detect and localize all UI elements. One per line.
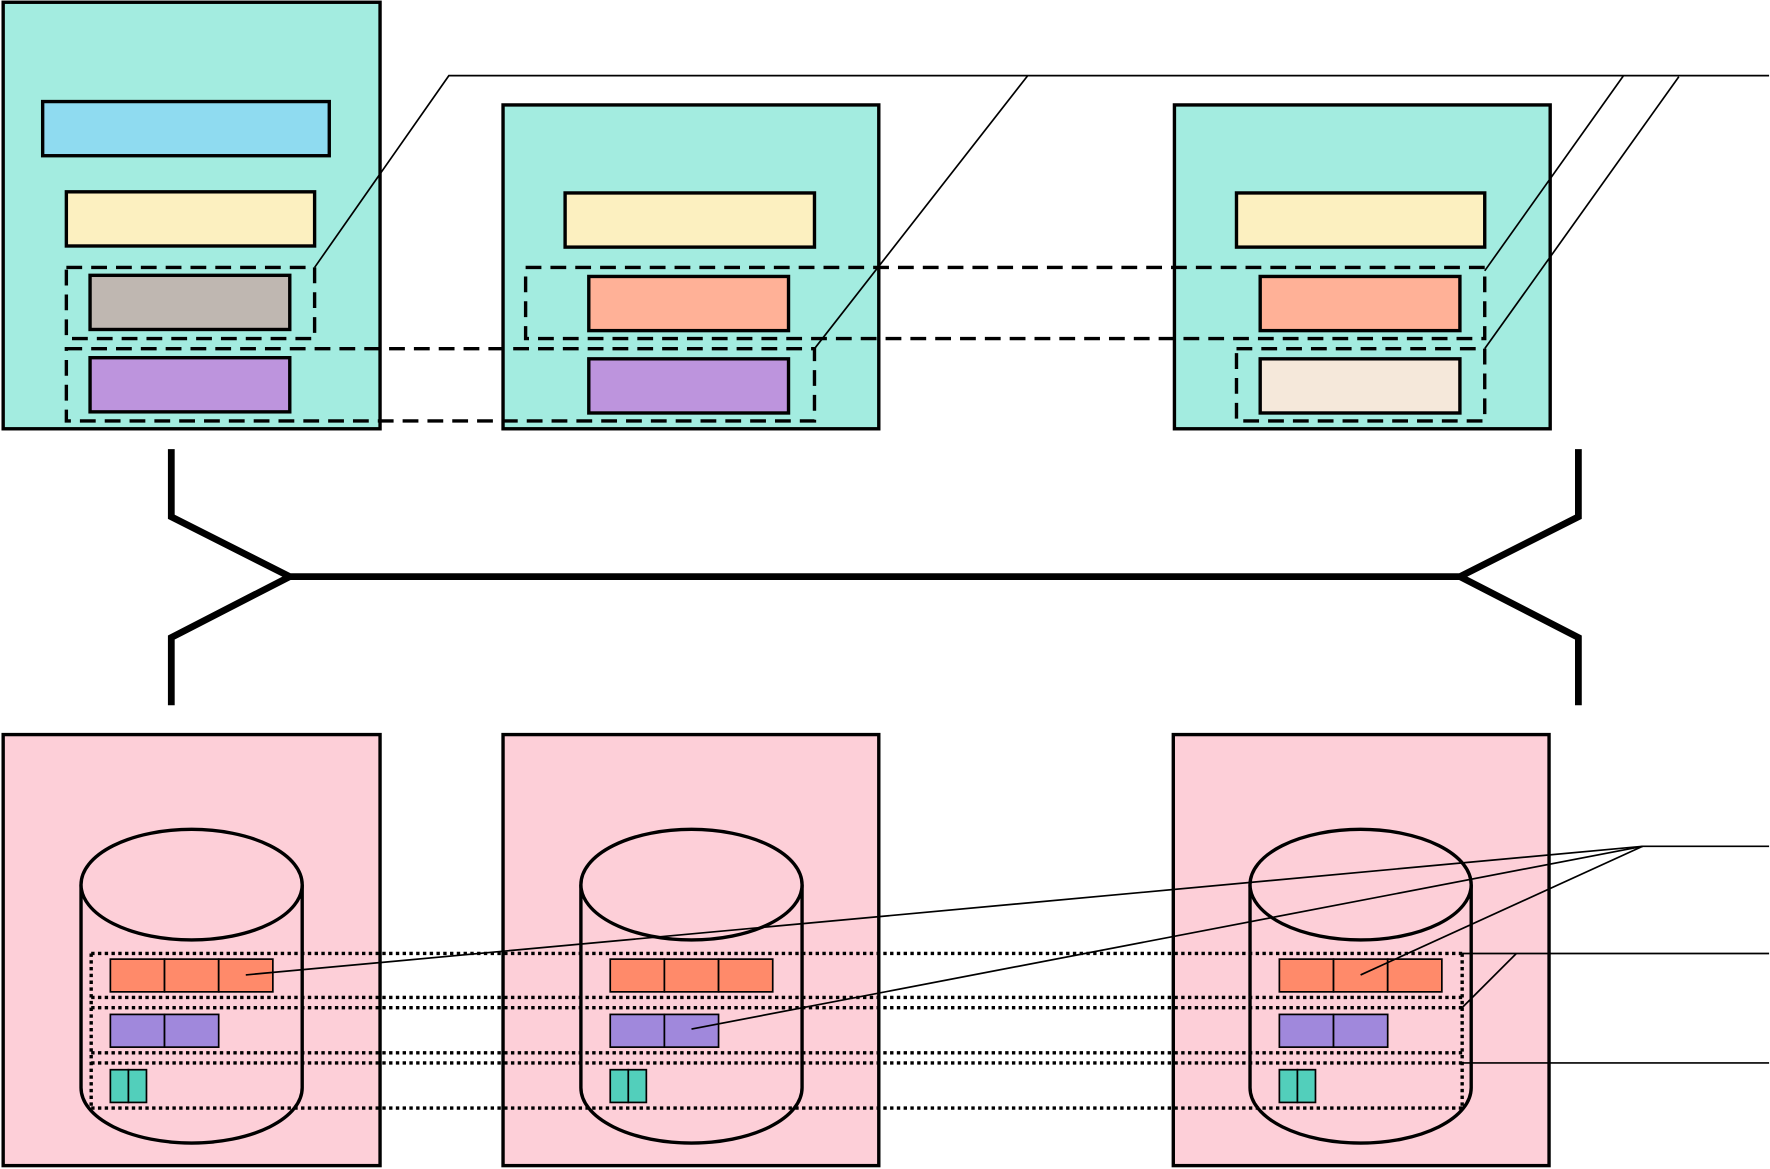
gray-block (88, 273, 292, 332)
network-bracket (1458, 573, 1582, 706)
beige-block (1258, 357, 1462, 415)
server-nodes (1, 0, 1552, 431)
network-bracket (167, 573, 292, 706)
teal-cell (1296, 1068, 1317, 1104)
yellow-block (563, 191, 817, 249)
teal-cell (127, 1068, 148, 1104)
yellow-block (64, 190, 317, 248)
network-bracket (167, 449, 1582, 580)
connector-lines (167, 74, 1770, 706)
leader-line (1484, 76, 1680, 350)
dashed-group (523, 265, 1487, 341)
leader-line (1484, 75, 1625, 272)
orange-cell (217, 958, 274, 993)
teal-cell (1278, 1068, 1299, 1104)
violet-cell (1332, 1013, 1389, 1048)
violet-cell (109, 1013, 166, 1048)
yellow-block (1234, 191, 1487, 249)
salmon-block (587, 274, 791, 333)
salmon-block (1258, 274, 1462, 333)
dashed-group (64, 346, 817, 423)
teal-cell (609, 1068, 630, 1104)
database-cylinder-top (79, 827, 304, 942)
orange-cell (1278, 958, 1335, 993)
orange-cell (163, 958, 220, 993)
teal-cell (109, 1068, 130, 1104)
violet-cell (609, 1013, 666, 1048)
orange-cell (663, 958, 720, 993)
leader-line (813, 75, 1029, 350)
violet-cell (663, 1013, 720, 1048)
database-cylinder-top (579, 827, 804, 942)
orange-cell (109, 958, 166, 993)
database-cylinder-top (1248, 827, 1473, 942)
storage-nodes (1, 732, 1770, 1168)
purple-block (587, 357, 791, 415)
violet-cell (1278, 1013, 1335, 1048)
leader-line (1461, 952, 1517, 1009)
leader-line (691, 845, 1643, 1030)
orange-cell (717, 958, 774, 993)
dashed-group (1234, 346, 1487, 423)
orange-cell (609, 958, 666, 993)
leader-line (1360, 845, 1644, 976)
violet-cell (163, 1013, 220, 1048)
purple-block (88, 356, 292, 414)
orange-cell (1332, 958, 1389, 993)
teal-cell (627, 1068, 648, 1104)
leader-line (313, 74, 1770, 268)
orange-cell (1386, 958, 1443, 993)
dashed-group (64, 265, 317, 341)
blue-block (40, 99, 331, 158)
